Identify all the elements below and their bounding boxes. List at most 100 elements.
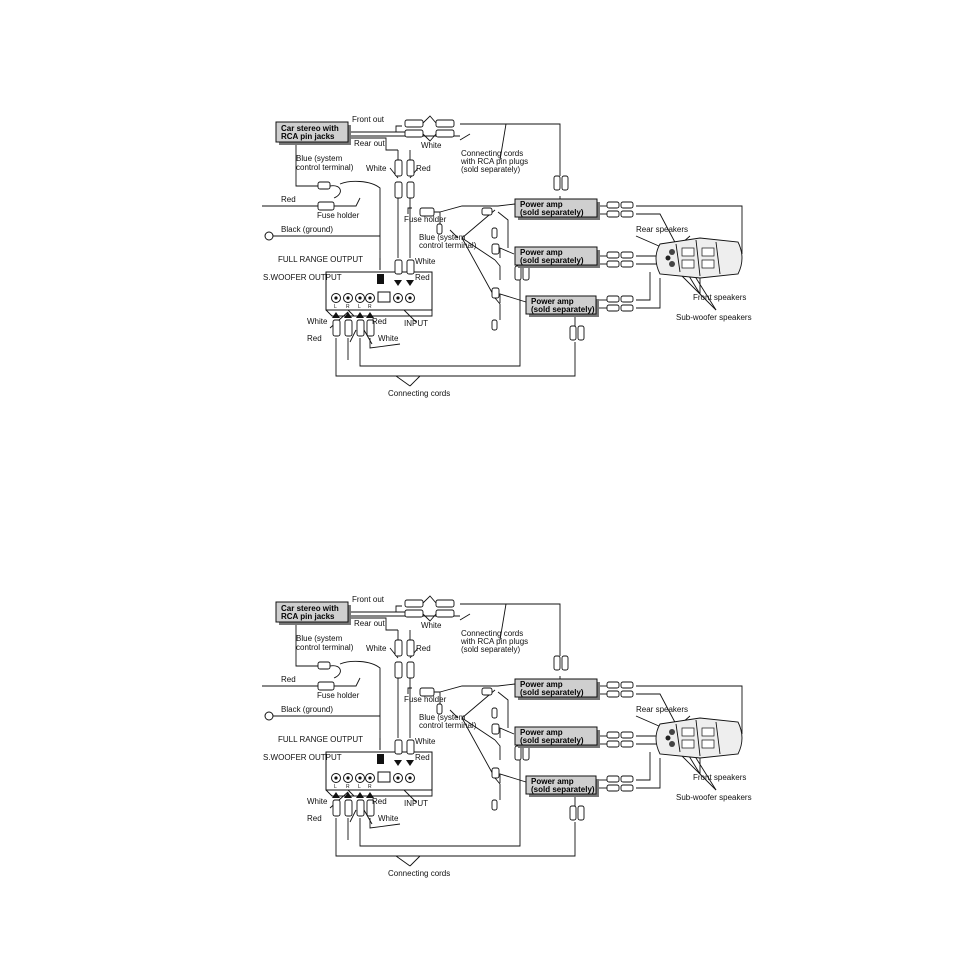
label-rear-out: Rear out <box>354 619 385 628</box>
label-blue-system-2b: control terminal) <box>419 721 477 730</box>
label-white-front: White <box>421 621 442 630</box>
power-connector-socket <box>377 771 391 783</box>
speaker-icon <box>665 255 671 261</box>
power-amp-3: Power amp (sold separately) <box>525 295 599 317</box>
label-red-input: Red <box>415 273 430 282</box>
label-full-range-output: FULL RANGE OUTPUT <box>278 255 363 264</box>
jack-label-l2: L <box>358 304 361 310</box>
label-blue-system-1a: Blue (system <box>296 154 343 163</box>
label-red-power: Red <box>281 675 296 684</box>
fuse-holder-icon <box>317 681 335 691</box>
label-rear-out: Rear out <box>354 139 385 148</box>
label-white-input: White <box>415 737 436 746</box>
jack-label-r1: R <box>346 304 350 310</box>
jack-label-r2: R <box>368 784 372 790</box>
label-red-fullrange: Red <box>372 317 387 326</box>
power-amp-2: Power amp (sold separately) <box>514 246 600 268</box>
label-white-input: White <box>415 257 436 266</box>
label-blue-system-2b: control terminal) <box>419 241 477 250</box>
wiring-diagram-svg: L R L R <box>262 115 752 398</box>
label-front-out: Front out <box>352 595 385 604</box>
label-blue-system-2a: Blue (system <box>419 233 466 242</box>
fuse-holder-icon <box>317 201 335 211</box>
label-front-speakers: Front speakers <box>693 773 746 782</box>
label-connecting-cords-rca-2: with RCA pin plugs <box>460 157 528 166</box>
jack-label-l1: L <box>334 304 337 310</box>
label-subwoofer-speakers: Sub-woofer speakers <box>676 313 752 322</box>
speaker-icon <box>665 735 671 741</box>
label-rear-speakers: Rear speakers <box>636 225 688 234</box>
label-connecting-cords: Connecting cords <box>388 389 450 398</box>
label-white-swoofer: White <box>307 317 328 326</box>
label-input: INPUT <box>404 799 428 808</box>
arrows <box>332 274 414 318</box>
arrow-up-icon <box>356 312 364 318</box>
label-input: INPUT <box>404 319 428 328</box>
label-connecting-cords-rca-1: Connecting cords <box>461 149 523 158</box>
label-white-swoofer: White <box>307 797 328 806</box>
label-blue-system-1a: Blue (system <box>296 634 343 643</box>
power-amp-1-label: Power amp <box>520 200 563 209</box>
label-fuse-holder-2: Fuse holder <box>404 695 447 704</box>
ground-terminal-icon <box>264 711 274 721</box>
power-connector-socket <box>377 291 391 303</box>
label-red-rear: Red <box>416 644 431 653</box>
arrow-down-icon <box>406 760 414 766</box>
car-stereo-label-2: RCA pin jacks <box>281 132 335 141</box>
arrow-up-icon <box>344 792 352 798</box>
label-full-range-output: FULL RANGE OUTPUT <box>278 735 363 744</box>
arrows <box>332 754 414 798</box>
arrow-up-icon <box>366 312 374 318</box>
arrow-down-icon <box>377 279 383 284</box>
labels: Front out Rear out White White Red Blue … <box>263 115 752 398</box>
speaker-icon <box>669 261 675 267</box>
power-amp-1: Power amp (sold separately) <box>514 678 600 700</box>
rca-plugs <box>264 115 634 341</box>
arrow-up-icon <box>332 312 340 318</box>
power-amp-1-label: Power amp <box>520 680 563 689</box>
jack-label-l2: L <box>358 784 361 790</box>
label-subwoofer-speakers: Sub-woofer speakers <box>676 793 752 802</box>
label-connecting-cords-rca-3: (sold separately) <box>461 165 520 174</box>
wiring-diagram-top: L R L R <box>0 98 954 418</box>
label-blue-system-2a: Blue (system <box>419 713 466 722</box>
label-white-rear: White <box>366 644 387 653</box>
car-icon <box>655 717 743 759</box>
wiring-diagram-svg: L R L R <box>262 595 752 878</box>
jack-label-r2: R <box>368 304 372 310</box>
car-stereo-label-1: Car stereo with <box>281 604 339 613</box>
label-red-fullrange: Red <box>372 797 387 806</box>
label-swoofer-output: S.WOOFER OUTPUT <box>263 753 342 762</box>
power-amp-1-sublabel: (sold separately) <box>520 208 584 217</box>
label-white-front: White <box>421 141 442 150</box>
car-stereo-box: Car stereo with RCA pin jacks <box>275 121 351 145</box>
label-blue-system-1b: control terminal) <box>296 643 354 652</box>
label-red-rear: Red <box>416 164 431 173</box>
label-black-ground: Black (ground) <box>281 225 333 234</box>
arrow-up-icon <box>366 792 374 798</box>
car-stereo-label-1: Car stereo with <box>281 124 339 133</box>
arrow-down-icon <box>406 280 414 286</box>
label-rear-speakers: Rear speakers <box>636 705 688 714</box>
fuse-holder-icon <box>419 207 435 217</box>
arrow-up-icon <box>356 792 364 798</box>
car-stereo-label-2: RCA pin jacks <box>281 612 335 621</box>
arrow-down-icon <box>394 760 402 766</box>
label-blue-system-1b: control terminal) <box>296 163 354 172</box>
speaker-icon <box>669 729 675 735</box>
rca-plugs <box>264 595 634 821</box>
label-fuse-holder-1: Fuse holder <box>317 211 360 220</box>
arrow-down-icon <box>394 280 402 286</box>
power-amp-2-label: Power amp <box>520 248 563 257</box>
arrow-up-icon <box>332 792 340 798</box>
jack-row <box>331 771 415 783</box>
jack-row <box>331 291 415 303</box>
jack-label-r1: R <box>346 784 350 790</box>
label-red-power: Red <box>281 195 296 204</box>
label-front-out: Front out <box>352 115 385 124</box>
power-amp-2-sublabel: (sold separately) <box>520 736 584 745</box>
label-fuse-holder-1: Fuse holder <box>317 691 360 700</box>
power-amp-3-sublabel: (sold separately) <box>531 785 595 794</box>
wiring-diagram-bottom: L R L R <box>0 578 954 898</box>
label-red-input: Red <box>415 753 430 762</box>
